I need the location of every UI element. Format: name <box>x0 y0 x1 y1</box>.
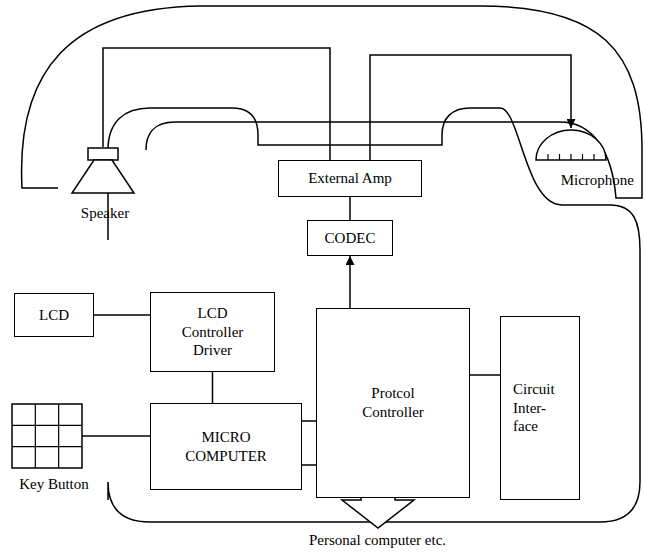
keypad-grid <box>58 404 59 468</box>
microphone-grille <box>570 154 571 160</box>
telephone-body-outline <box>108 108 640 522</box>
microphone-dome <box>536 130 606 160</box>
connector <box>82 435 150 437</box>
microphone-grille <box>593 154 594 160</box>
codec-box: CODEC <box>307 220 393 256</box>
node-label: MICRO COMPUTER <box>170 428 282 466</box>
connector <box>302 420 316 422</box>
handset-outline <box>22 6 642 198</box>
node-label: Microphone <box>561 171 638 190</box>
keypad-grid <box>35 404 36 468</box>
node-label: LCD <box>39 306 69 325</box>
connector <box>103 48 330 160</box>
circuit-interface-box: Circuit Inter- face <box>500 316 580 500</box>
microphone-grille <box>582 154 583 160</box>
lcd-controller-box: LCD Controller Driver <box>150 292 275 372</box>
microphone-grille <box>547 154 548 160</box>
microphone-grille <box>559 154 560 160</box>
protocol-controller-box: Protcol Controller <box>316 308 470 498</box>
node-label: Circuit Inter- face <box>513 380 567 436</box>
speaker-symbol: Speaker <box>60 147 150 223</box>
microcomputer-box: MICRO COMPUTER <box>150 403 302 490</box>
speaker-cone <box>72 160 134 193</box>
node-label: External Amp <box>308 169 392 188</box>
keypad-grid <box>12 446 82 447</box>
key-button-pad: Key Button <box>8 402 100 494</box>
connector <box>349 256 351 308</box>
microphone-symbol: Microphone <box>528 128 638 190</box>
connector <box>94 314 150 316</box>
node-label: Key Button <box>19 475 89 494</box>
connector <box>349 197 351 220</box>
node-label: LCD Controller Driver <box>167 304 259 360</box>
node-label: Protcol Controller <box>347 384 439 422</box>
output-label: Personal computer etc. <box>307 532 448 549</box>
node-label: Speaker <box>81 204 129 223</box>
keypad-grid <box>12 425 82 426</box>
lcd-box: LCD <box>14 293 94 337</box>
connector <box>212 372 214 403</box>
keypad-frame <box>12 404 82 468</box>
connector <box>470 374 500 376</box>
node-label: CODEC <box>325 229 376 248</box>
amp-box: External Amp <box>278 160 422 197</box>
speaker-magnet <box>88 148 118 160</box>
